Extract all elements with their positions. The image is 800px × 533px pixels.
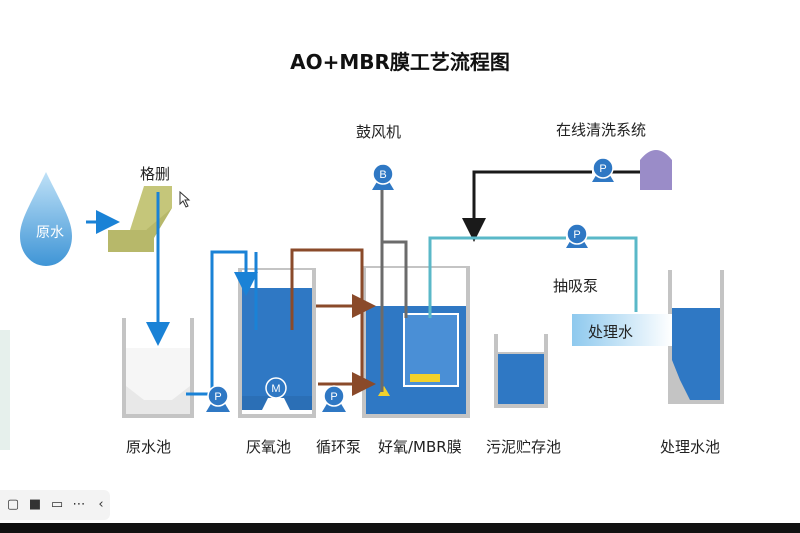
treated-water-pipe-label: 处理水	[588, 323, 634, 341]
treated-water-tank-body	[668, 270, 724, 404]
cleaning-system-label: 在线清洗系统	[556, 121, 647, 139]
pipe-suction-cyan	[428, 236, 566, 318]
camera-icon[interactable]: ■	[28, 497, 42, 512]
svg-text:P: P	[573, 229, 580, 241]
collapse-icon[interactable]: ‹	[98, 497, 104, 512]
aerobic-mbr-tank-label: 好氧/MBR膜	[378, 438, 462, 456]
screen-label: 格删	[140, 165, 171, 183]
blower-pump: B	[372, 163, 394, 190]
pump-suction: P	[566, 223, 588, 248]
pump-circulation: P	[322, 385, 346, 412]
pipe-cleaning-black	[462, 170, 592, 242]
more-icon[interactable]: ⋯	[72, 497, 86, 512]
cleaning-tank	[640, 150, 672, 190]
cursor-icon	[179, 190, 191, 208]
raw-water-tank-label: 原水池	[126, 438, 172, 456]
sludge-tank-label: 污泥贮存池	[486, 438, 562, 456]
diagram-title: AO+MBR膜工艺流程图	[290, 50, 510, 74]
svg-text:M: M	[271, 383, 280, 395]
blower-label: 鼓风机	[356, 123, 402, 141]
pipe-raw-to-anaerobic	[186, 250, 258, 396]
treated-water-tank-label: 处理水池	[660, 438, 721, 456]
presentation-toolbar: ▢ ■ ▭ ⋯ ‹	[0, 490, 110, 520]
raw-water-tank-body	[122, 318, 194, 418]
mixer-anaerobic: M	[262, 377, 290, 410]
treated-water-pipe	[572, 314, 672, 346]
svg-text:B: B	[379, 169, 386, 181]
aerobic-mbr-tank-body	[362, 266, 470, 418]
screen-grille	[108, 186, 172, 252]
svg-text:P: P	[330, 391, 337, 403]
circulation-pump-label: 循环泵	[316, 438, 362, 456]
pump-raw-water: P	[206, 385, 230, 412]
screen-share-icon[interactable]: ▢	[6, 497, 20, 512]
raw-water-drop-label: 原水	[36, 225, 64, 241]
raw-water-drop	[20, 172, 72, 266]
pump-cleaning: P	[592, 157, 614, 182]
anaerobic-tank-label: 厌氧池	[246, 438, 292, 456]
left-edge-strip	[0, 330, 10, 450]
svg-text:P: P	[599, 163, 606, 175]
sludge-tank-body	[494, 334, 548, 408]
bottom-bar	[0, 523, 800, 533]
svg-text:P: P	[214, 391, 221, 403]
suction-pump-label: 抽吸泵	[553, 277, 599, 295]
chat-icon[interactable]: ▭	[50, 497, 64, 512]
